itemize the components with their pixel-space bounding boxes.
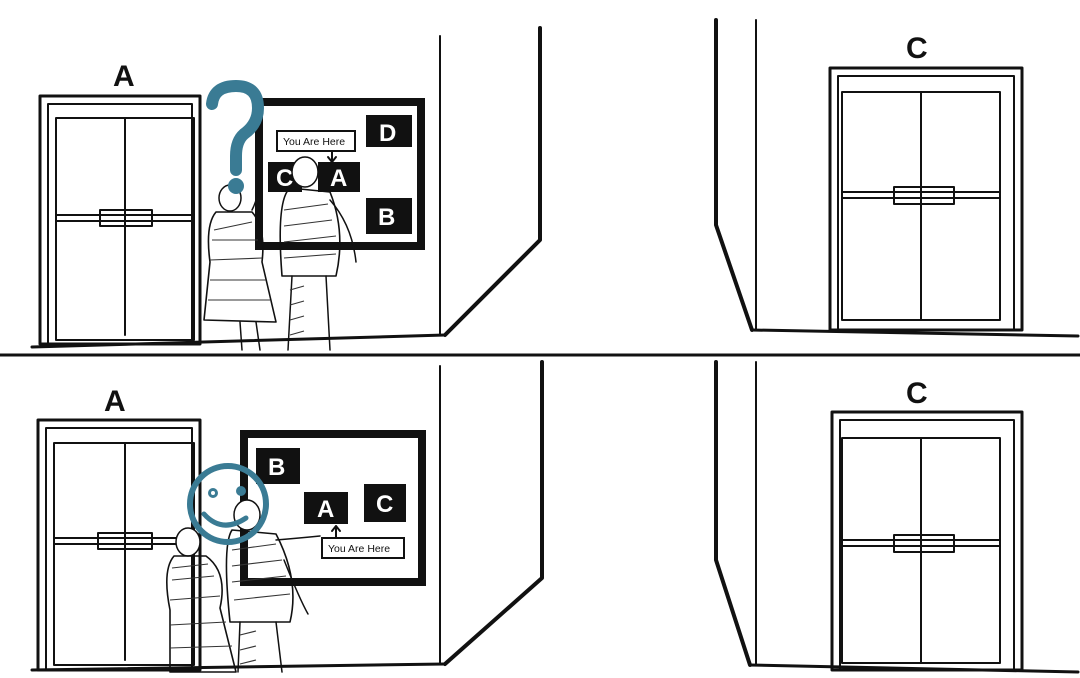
top-sign-d: [366, 115, 412, 147]
top-map-board: D C A B You Are Here: [255, 98, 425, 250]
bottom-you-are-here-arrow: [331, 525, 341, 539]
bottom-right-wall-edge: [714, 360, 752, 667]
bottom-door-c: C: [830, 377, 1024, 672]
top-door-c: C: [828, 32, 1024, 332]
bottom-map-board: B A C You Are Here: [240, 430, 426, 586]
top-right-wall-edge: [714, 18, 754, 332]
top-panel: A D C A B You Are Here: [30, 18, 1080, 351]
top-you-are-here-arrow: [327, 150, 337, 163]
bottom-panel: A B A C You Are Here: [30, 360, 1080, 674]
top-sign-a: [318, 162, 360, 192]
top-you-are-here-label: You Are Here: [283, 136, 345, 148]
top-door-label-c: C: [906, 32, 928, 65]
bottom-sign-c: [364, 484, 406, 522]
question-mark-icon: [206, 79, 265, 194]
top-sign-b-label: B: [378, 204, 395, 231]
top-you-are-here-box: [276, 130, 356, 152]
top-wall-edge: [443, 26, 542, 337]
bottom-sign-c-label: C: [376, 491, 393, 518]
bottom-door-a: A: [36, 385, 202, 672]
bottom-door-label-c: C: [906, 377, 928, 410]
bottom-wall-edge: [443, 360, 544, 666]
top-sign-d-label: D: [379, 120, 396, 147]
bottom-sign-b: [256, 448, 300, 484]
top-door-label-a: A: [113, 60, 135, 93]
bottom-sign-a-label: A: [317, 496, 334, 523]
bottom-you-are-here-box: [321, 537, 405, 559]
bottom-door-label-a: A: [104, 385, 126, 418]
bottom-sign-b-label: B: [268, 454, 285, 481]
top-sign-b: [366, 198, 412, 234]
bottom-sign-a: [304, 492, 348, 524]
smiley-face-icon: [187, 463, 269, 545]
top-sign-a-label: A: [330, 165, 347, 192]
top-right-floor-line: [750, 328, 1080, 338]
top-sign-c-label: C: [276, 165, 293, 192]
top-door-a: A: [38, 60, 202, 346]
bottom-you-are-here-label: You Are Here: [328, 543, 390, 555]
